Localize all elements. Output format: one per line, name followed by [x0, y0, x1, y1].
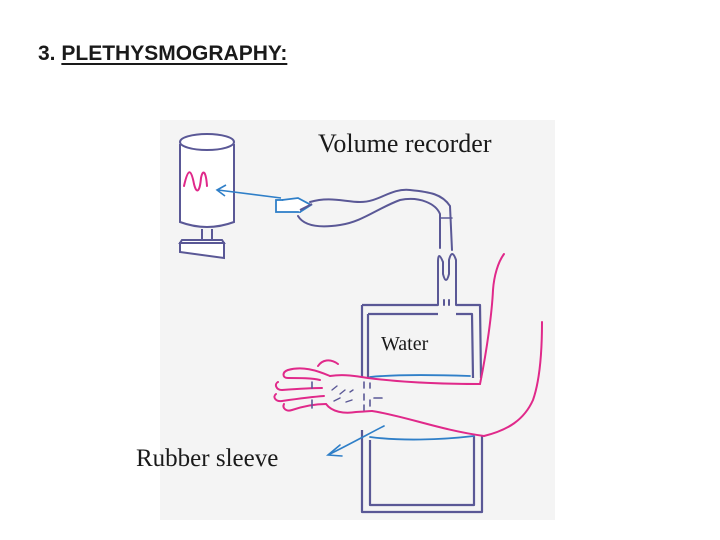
recorder-base [178, 239, 226, 260]
rubber-sleeve [311, 381, 383, 411]
rubber-sleeve-arrow [325, 425, 385, 457]
water [369, 374, 475, 441]
label-rubber-sleeve: Rubber sleeve [136, 445, 278, 472]
tube-inlet [437, 253, 457, 306]
recorder-drum [179, 133, 235, 240]
slide-number: 3. [38, 42, 56, 65]
label-water: Water [381, 333, 429, 355]
palm-creases [331, 385, 354, 403]
connecting-tube [297, 188, 453, 251]
tambour-connector [299, 203, 313, 211]
label-volume-recorder: Volume recorder [318, 129, 492, 158]
volume-trace [183, 171, 208, 192]
arm [273, 253, 543, 437]
chamber [360, 303, 484, 514]
stylus-arrow [215, 184, 282, 199]
slide-title: 3. PLETHYSMOGRAPHY: [38, 42, 287, 66]
slide-title-text: PLETHYSMOGRAPHY: [61, 42, 288, 65]
